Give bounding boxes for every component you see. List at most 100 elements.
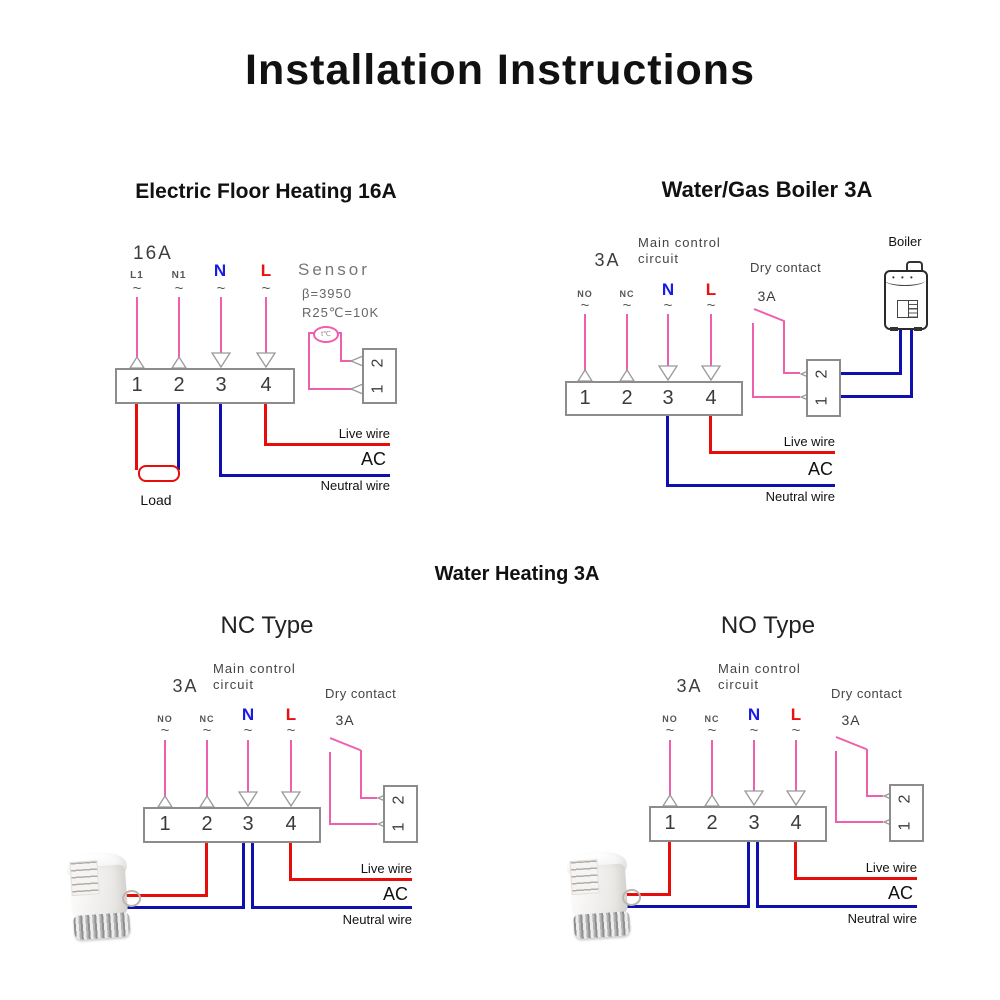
- neutral-wire-label: Neutral wire: [847, 911, 917, 926]
- no-type-title: NO Type: [720, 612, 816, 639]
- terminal-number: 3: [748, 812, 760, 834]
- dry-contact-label: Dry contact: [831, 686, 903, 701]
- live-wire-line: [264, 400, 267, 445]
- valve-actuator-image: [559, 848, 645, 945]
- switch-blade: [835, 736, 868, 751]
- actuator-wire-red: [668, 838, 671, 895]
- switch-wire: [783, 372, 800, 374]
- neutral-wire-line: [666, 484, 835, 487]
- terminal-label-n: N: [747, 705, 761, 724]
- terminal-arrow-down-icon: [657, 365, 679, 382]
- terminal-number: 4: [260, 374, 272, 396]
- switch-wire: [329, 823, 377, 825]
- boiler-wire: [910, 330, 913, 398]
- actuator-wire-red: [604, 893, 671, 896]
- load-symbol: [138, 465, 180, 482]
- output-wire: [220, 297, 222, 353]
- ac-label: AC: [360, 449, 386, 469]
- terminal-label-no: NO: [157, 714, 173, 724]
- boiler-label: Boiler: [888, 234, 922, 249]
- sensor-title: Sensor: [298, 260, 370, 279]
- sensor-beta: β=3950: [302, 286, 352, 301]
- neutral-wire-label: Neutral wire: [765, 489, 835, 504]
- input-wire: [584, 314, 586, 371]
- switch-wire: [752, 396, 800, 398]
- sensor-wire: [308, 333, 310, 390]
- ac-tilde: ~: [665, 722, 675, 739]
- switch-wire: [360, 750, 362, 799]
- actuator-label: [69, 860, 100, 897]
- input-wire: [164, 740, 166, 797]
- terminal-label-l: L: [705, 280, 717, 299]
- boiler-icon: • • •: [884, 261, 928, 331]
- terminal-number: 2: [706, 812, 718, 834]
- input-wire: [206, 740, 208, 797]
- floor-heating-title: Electric Floor Heating 16A: [135, 180, 397, 203]
- terminal-label-l1: L1: [130, 270, 144, 281]
- neutral-wire-line: [219, 474, 390, 477]
- input-wire: [669, 740, 671, 796]
- output-wire: [753, 740, 755, 791]
- terminal-number: 1: [664, 812, 676, 834]
- ac-tilde: ~: [749, 722, 759, 739]
- terminal-block: [649, 806, 827, 842]
- actuator-wire-red: [104, 894, 208, 897]
- terminal-label-l: L: [790, 705, 802, 724]
- live-wire-line: [289, 839, 292, 881]
- input-wire: [626, 314, 628, 371]
- page-title: Installation Instructions: [245, 46, 755, 94]
- actuator-hook: [121, 889, 142, 908]
- boiler-wire: [839, 372, 902, 375]
- ac-tilde: ~: [174, 280, 184, 297]
- switch-wire: [866, 749, 868, 797]
- main-control-label: Main control circuit: [638, 235, 721, 266]
- terminal-arrow-down-icon: [785, 790, 807, 807]
- output-wire: [290, 740, 292, 792]
- main-control-label: Main control circuit: [718, 661, 801, 692]
- ac-tilde: ~: [663, 297, 673, 314]
- ac-tilde: ~: [580, 297, 590, 314]
- dry-contact-rating: 3A: [841, 712, 861, 728]
- dry-contact-rating: 3A: [757, 288, 777, 304]
- neutral-wire-line: [666, 412, 669, 487]
- terminal-number: 4: [285, 813, 297, 835]
- actuator-wire-blue: [242, 839, 245, 909]
- neutral-wire-line: [756, 838, 759, 908]
- valve-actuator-image: [59, 849, 145, 946]
- actuator-collar: [573, 911, 631, 939]
- connector-number: 1: [369, 384, 387, 394]
- terminal-label-no: NO: [577, 289, 593, 299]
- sensor-resistance: R25℃=10K: [302, 305, 380, 320]
- ac-label: AC: [382, 884, 408, 904]
- ac-tilde: ~: [132, 280, 142, 297]
- ac-tilde: ~: [261, 280, 271, 297]
- terminal-arrow-down-icon: [210, 352, 232, 369]
- boiler-wire: [839, 395, 913, 398]
- switch-wire: [835, 751, 837, 823]
- boiler-foot: [890, 327, 898, 331]
- boiler-panel-arc: [885, 275, 925, 286]
- terminal-label-l: L: [260, 261, 272, 280]
- connector-number: 1: [813, 396, 831, 406]
- actuator-label: [569, 859, 600, 896]
- output-wire: [265, 297, 267, 353]
- terminal-arrow-down-icon: [255, 352, 277, 369]
- ac-tilde: ~: [706, 297, 716, 314]
- actuator-wire-blue: [596, 905, 750, 908]
- input-wire: [711, 740, 713, 796]
- terminal-number: 2: [621, 387, 633, 409]
- boiler-wire: [899, 330, 902, 375]
- input-wire: [136, 297, 138, 358]
- terminal-block: [143, 807, 321, 843]
- neutral-wire-label: Neutral wire: [320, 478, 390, 493]
- ac-tilde: ~: [202, 722, 212, 739]
- switch-wire: [329, 752, 331, 825]
- output-wire: [710, 314, 712, 366]
- terminal-number: 4: [790, 812, 802, 834]
- terminal-label-n1: N1: [171, 270, 187, 281]
- neutral-wire-line: [756, 905, 917, 908]
- terminal-label-l: L: [285, 705, 297, 724]
- terminal-label-nc: NC: [619, 289, 635, 299]
- ac-tilde: ~: [216, 280, 226, 297]
